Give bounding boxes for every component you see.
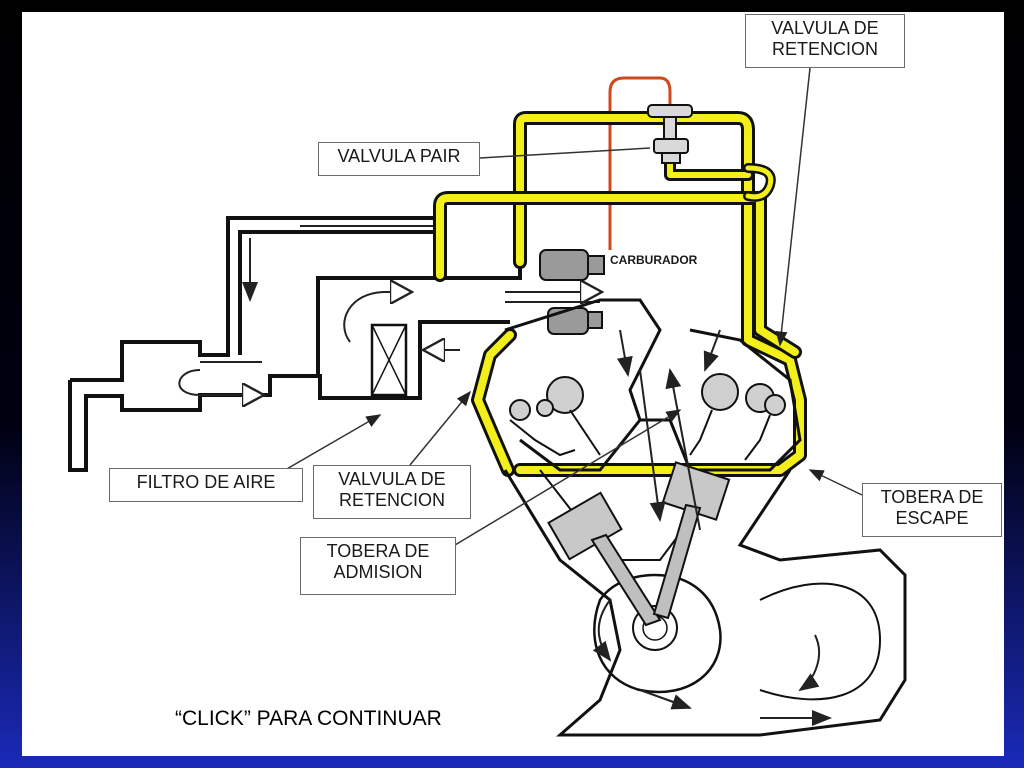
label-valvula-retencion-bottom: VALVULA DE RETENCION [313, 465, 471, 519]
leader-lines [284, 67, 863, 546]
flow-arrows-intake [178, 225, 600, 395]
label-tobera-admision: TOBERA DE ADMISION [300, 537, 456, 595]
pair-yellow-circuit [433, 111, 807, 477]
valve-train [509, 373, 786, 461]
pistons [547, 461, 731, 561]
click-to-continue-link[interactable]: “CLICK” PARA CONTINUAR [175, 707, 442, 730]
air-filter-assembly [68, 216, 522, 472]
label-tobera-escape: TOBERA DE ESCAPE [862, 483, 1002, 537]
label-filtro-de-aire: FILTRO DE AIRE [109, 468, 303, 502]
carburetor-body [539, 249, 605, 335]
label-carburador: CARBURADOR [610, 253, 698, 267]
label-valvula-retencion-top: VALVULA DE RETENCION [745, 14, 905, 68]
orange-return-line [608, 76, 672, 250]
flow-arrows-engine [592, 329, 832, 726]
pair-valve-body [647, 104, 693, 164]
label-valvula-pair: VALVULA PAIR [318, 142, 480, 176]
